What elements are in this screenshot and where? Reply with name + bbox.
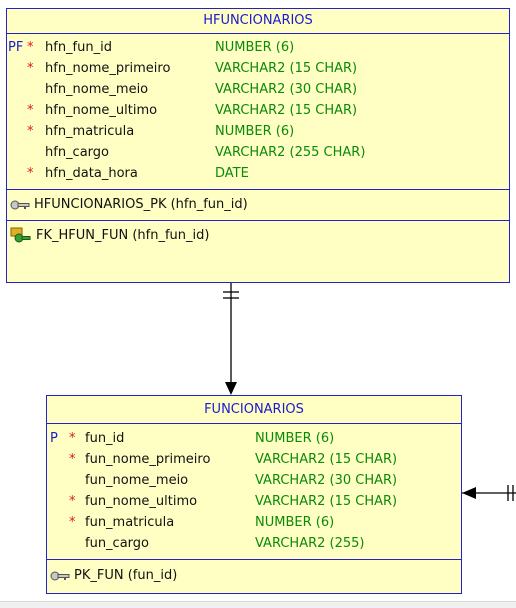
column-name: hfn_cargo (45, 145, 109, 160)
foreign-key-label: FK_HFUN_FUN (hfn_fun_id) (36, 228, 210, 243)
column-type: NUMBER (6) (255, 431, 335, 446)
table-hfuncionarios[interactable]: HFUNCIONARIOS PF * hfn_fun_id NUMBER (6)… (6, 8, 510, 283)
column-name: fun_matricula (85, 515, 175, 530)
column-row[interactable]: * fun_nome_primeiro VARCHAR2 (15 CHAR) (47, 449, 461, 470)
column-row[interactable]: * hfn_nome_ultimo VARCHAR2 (15 CHAR) (7, 100, 509, 121)
table-funcionarios[interactable]: FUNCIONARIOS P * fun_id NUMBER (6) * fun… (46, 395, 462, 594)
column-type: VARCHAR2 (30 CHAR) (255, 473, 398, 488)
column-row[interactable]: PF * hfn_fun_id NUMBER (6) (7, 37, 509, 58)
primary-key-row[interactable]: HFUNCIONARIOS_PK (hfn_fun_id) (7, 194, 509, 216)
primary-key-label: PK_FUN (fun_id) (74, 568, 178, 583)
column-type: VARCHAR2 (15 CHAR) (215, 103, 358, 118)
required-marker: * (27, 40, 34, 55)
key-icon (50, 571, 70, 581)
column-type: NUMBER (6) (215, 124, 295, 139)
key-marker: PF (8, 40, 24, 55)
column-row[interactable]: fun_nome_meio VARCHAR2 (30 CHAR) (47, 470, 461, 491)
column-row[interactable]: * fun_nome_ultimo VARCHAR2 (15 CHAR) (47, 491, 461, 512)
required-marker: * (69, 494, 76, 509)
column-list: P * fun_id NUMBER (6) * fun_nome_primeir… (47, 424, 461, 554)
column-row[interactable]: hfn_nome_meio VARCHAR2 (30 CHAR) (7, 79, 509, 100)
required-marker: * (27, 103, 34, 118)
column-list: PF * hfn_fun_id NUMBER (6) * hfn_nome_pr… (7, 34, 509, 187)
primary-key-row[interactable]: PK_FUN (fun_id) (47, 565, 461, 587)
column-row[interactable]: hfn_cargo VARCHAR2 (255 CHAR) (7, 142, 509, 163)
column-name: fun_nome_ultimo (85, 494, 198, 509)
column-name: hfn_data_hora (45, 166, 138, 181)
column-type: VARCHAR2 (30 CHAR) (215, 82, 358, 97)
required-marker: * (27, 166, 34, 181)
required-marker: * (69, 515, 76, 530)
column-type: VARCHAR2 (255) (255, 536, 365, 551)
required-marker: * (27, 61, 34, 76)
column-name: hfn_fun_id (45, 40, 112, 55)
column-name: hfn_matricula (45, 124, 135, 139)
required-marker: * (27, 124, 34, 139)
column-name: fun_nome_meio (85, 473, 189, 488)
canvas-bottom-edge (0, 601, 516, 608)
column-type: VARCHAR2 (255 CHAR) (215, 145, 366, 160)
column-row[interactable]: * fun_matricula NUMBER (6) (47, 512, 461, 533)
key-marker: P (50, 431, 58, 446)
column-name: fun_nome_primeiro (85, 452, 211, 467)
foreign-key-section: FK_HFUN_FUN (hfn_fun_id) (7, 220, 509, 283)
column-type: NUMBER (6) (255, 515, 335, 530)
table-title: FUNCIONARIOS (47, 396, 461, 424)
column-name: hfn_nome_primeiro (45, 61, 171, 76)
relationship-line-hfun-fun[interactable] (223, 283, 239, 395)
table-title: HFUNCIONARIOS (7, 9, 509, 34)
primary-key-section: PK_FUN (fun_id) (47, 559, 461, 594)
column-type: DATE (215, 166, 249, 181)
relationship-line-offscreen[interactable] (462, 485, 516, 501)
primary-key-section: HFUNCIONARIOS_PK (hfn_fun_id) (7, 189, 509, 220)
column-row[interactable]: * hfn_matricula NUMBER (6) (7, 121, 509, 142)
column-row[interactable]: * hfn_nome_primeiro VARCHAR2 (15 CHAR) (7, 58, 509, 79)
column-type: NUMBER (6) (215, 40, 295, 55)
column-row[interactable]: * hfn_data_hora DATE (7, 163, 509, 184)
column-name: hfn_nome_ultimo (45, 103, 158, 118)
key-icon (10, 200, 30, 210)
column-row[interactable]: P * fun_id NUMBER (6) (47, 428, 461, 449)
foreign-key-icon (10, 227, 31, 243)
column-type: VARCHAR2 (15 CHAR) (215, 61, 358, 76)
required-marker: * (69, 431, 76, 446)
column-name: fun_cargo (85, 536, 149, 551)
column-type: VARCHAR2 (15 CHAR) (255, 452, 398, 467)
column-name: hfn_nome_meio (45, 82, 149, 97)
foreign-key-row[interactable]: FK_HFUN_FUN (hfn_fun_id) (7, 225, 509, 247)
column-type: VARCHAR2 (15 CHAR) (255, 494, 398, 509)
column-name: fun_id (85, 431, 125, 446)
required-marker: * (69, 452, 76, 467)
primary-key-label: HFUNCIONARIOS_PK (hfn_fun_id) (34, 197, 248, 212)
column-row[interactable]: fun_cargo VARCHAR2 (255) (47, 533, 461, 554)
